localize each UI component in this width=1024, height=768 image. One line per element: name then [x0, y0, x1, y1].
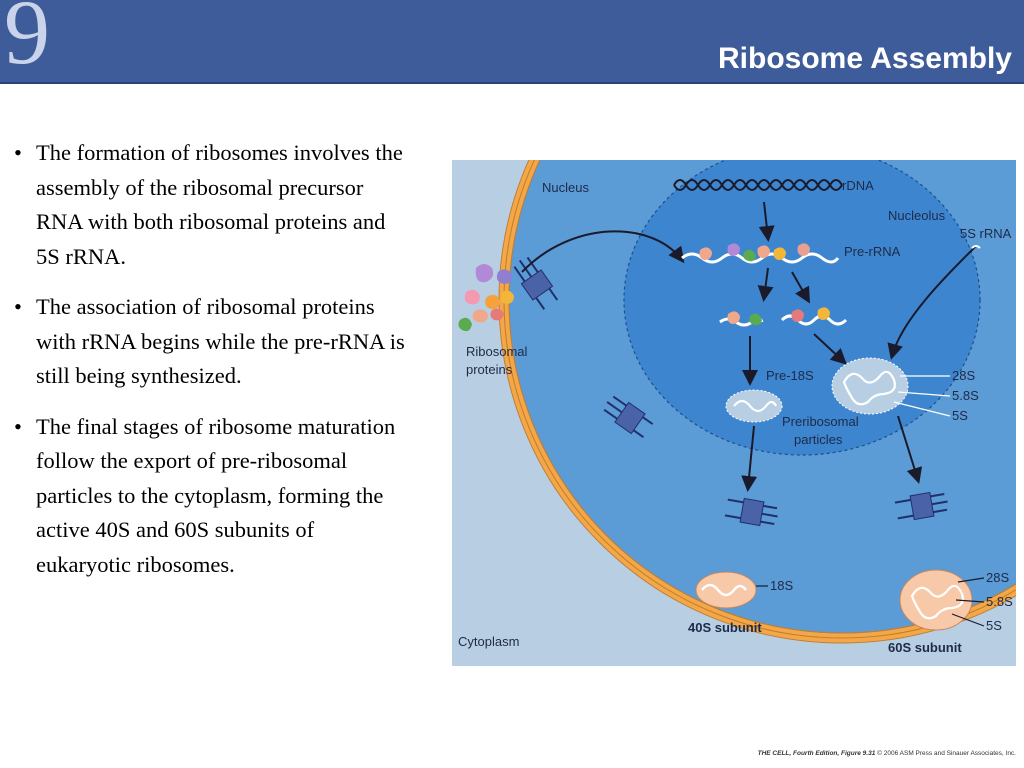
- arrow-icon: [758, 201, 775, 242]
- arrow-icon: [741, 425, 758, 492]
- label-5-8s-top: 5.8S: [952, 388, 979, 403]
- label-nucleolus: Nucleolus: [888, 208, 946, 223]
- label-rdna: rDNA: [842, 178, 874, 193]
- nuclear-pore-icon: [724, 497, 778, 527]
- label-ribosomal-proteins-line1: Ribosomal: [466, 344, 528, 359]
- bullet-dot: •: [14, 413, 22, 439]
- label-nucleus: Nucleus: [542, 180, 589, 195]
- label-5s-top: 5S: [952, 408, 968, 423]
- rdna-helix-icon: [673, 179, 843, 191]
- bullet-dot: •: [14, 294, 22, 319]
- arrow-icon: [887, 245, 977, 360]
- bullet-item: • The formation of ribosomes involves the…: [12, 136, 412, 274]
- label-18s: 18S: [770, 578, 793, 593]
- label-5-8s-bottom: 5.8S: [986, 594, 1013, 609]
- rna-particle-icon: [780, 307, 848, 326]
- label-5s-bottom: 5S: [986, 618, 1002, 633]
- label-cytoplasm: Cytoplasm: [458, 634, 519, 649]
- credit-copyright: © 2006 ASM Press and Sinauer Associates,…: [877, 750, 1016, 757]
- figure-credit: THE CELL, Fourth Edition, Figure 9.31 © …: [758, 750, 1016, 757]
- rna-particle-icon: [831, 357, 909, 415]
- subunit-40s-icon: [695, 571, 757, 609]
- ribosome-assembly-diagram: Nucleus rDNA Nucleolus 5S rRNA Pre-rRNA …: [452, 160, 1016, 666]
- label-5s-rrna: 5S rRNA: [960, 226, 1012, 241]
- label-preribosomal-line1: Preribosomal: [782, 414, 859, 429]
- bullet-text: The final stages of ribosome maturation …: [36, 413, 396, 577]
- arrow-icon: [521, 230, 685, 273]
- bullet-list: • The formation of ribosomes involves the…: [12, 136, 412, 598]
- credit-source: THE CELL, Fourth Edition, Figure 9.31: [757, 750, 876, 757]
- bullet-item: • The final stages of ribosome maturation…: [12, 410, 412, 583]
- bullet-item: • The association of ribosomal proteins w…: [12, 290, 412, 394]
- arrow-icon: [897, 415, 923, 484]
- arrow-icon: [813, 333, 847, 365]
- bullet-dot: •: [14, 140, 22, 165]
- label-28s-top: 28S: [952, 368, 975, 383]
- slide-title: Ribosome Assembly: [718, 42, 1012, 75]
- label-pre-rrna: Pre-rRNA: [844, 244, 901, 259]
- bullet-text: The formation of ribosomes involves the …: [36, 140, 403, 269]
- rna-particle-icon: [719, 311, 764, 327]
- ribosomal-protein-icon: [458, 264, 514, 332]
- chapter-number: 9: [4, 0, 50, 83]
- diagram-svg: Nucleus rDNA Nucleolus 5S rRNA Pre-rRNA …: [452, 160, 1016, 666]
- nuclear-pore-icon: [603, 395, 654, 438]
- label-28s-bottom: 28S: [986, 570, 1009, 585]
- nuclear-pore-icon: [894, 491, 948, 521]
- arrow-icon: [757, 267, 774, 302]
- label-preribosomal-line2: particles: [794, 432, 843, 447]
- label-ribosomal-proteins-line2: proteins: [466, 362, 513, 377]
- label-pre-18s: Pre-18S: [766, 368, 814, 383]
- rna-particle-icon: [681, 243, 840, 264]
- slide-header: 9 Ribosome Assembly: [0, 0, 1024, 84]
- bullet-text: The association of ribosomal proteins wi…: [36, 294, 405, 388]
- label-60s-subunit: 60S subunit: [888, 640, 962, 655]
- arrow-icon: [791, 271, 810, 304]
- label-40s-subunit: 40S subunit: [688, 620, 762, 635]
- rna-particle-icon: [725, 389, 783, 423]
